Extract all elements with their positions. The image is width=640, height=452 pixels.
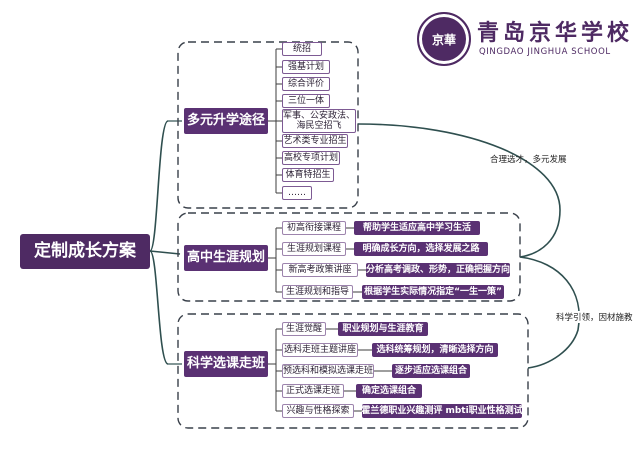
course-item: 生涯觉醒 xyxy=(282,322,326,336)
career-item: 初高衔接课程 xyxy=(282,221,346,235)
course-item: 兴趣与性格探索 xyxy=(282,404,354,418)
path-item: 高校专项计划 xyxy=(282,151,340,165)
branch-multiple-admission-paths: 多元升学途径 xyxy=(184,108,268,134)
course-item-desc: 逐步适应选课组合 xyxy=(392,364,470,378)
path-item: 军事、公安政法、 海民空招飞 xyxy=(282,109,356,133)
path-item: 体育特招生 xyxy=(282,168,334,182)
career-item-desc: 根据学生实际情况指定“一生一策” xyxy=(362,285,504,299)
career-item-desc: 帮助学生适应高中学习生活 xyxy=(354,221,480,235)
path-item: 统招 xyxy=(282,42,322,56)
course-item: 选科走班主题讲座 xyxy=(282,343,358,357)
course-item: 预选科和模拟选课走班 xyxy=(282,364,374,378)
note-scientific-guidance: 科学引领，因材施教 xyxy=(556,311,633,323)
career-item: 生涯规划课程 xyxy=(282,242,346,256)
school-seal: 京華 xyxy=(417,12,471,66)
path-item: 综合评价 xyxy=(282,77,330,91)
course-item-desc: 霍兰德职业兴趣测评 mbti职业性格测试 xyxy=(361,404,523,418)
note-reasonable-selection: 合理选才，多元发展 xyxy=(490,155,567,165)
path-item: 艺术类专业招生 xyxy=(282,134,348,148)
career-item: 生涯规划和指导 xyxy=(282,285,353,299)
career-item-desc: 明确成长方向，选择发展之路 xyxy=(354,242,488,256)
course-item-desc: 确定选课组合 xyxy=(356,384,422,398)
career-item: 新高考政策讲座 xyxy=(282,263,358,277)
path-item: 三位一体 xyxy=(282,94,330,108)
course-item: 正式选课走班 xyxy=(282,384,344,398)
career-item-desc: 分析高考调政、形势，正确把握方向 xyxy=(366,263,510,277)
school-logo: 京華 青岛京华学校 QINGDAO JINGHUA SCHOOL xyxy=(417,12,629,66)
path-item: …… xyxy=(282,186,312,200)
root-node: 定制成长方案 xyxy=(20,234,150,269)
course-item-desc: 选科统筹规划，清晰选择方向 xyxy=(372,343,498,357)
school-name-cn: 青岛京华学校 xyxy=(477,20,634,46)
branch-career-planning: 高中生涯规划 xyxy=(184,245,268,271)
branch-course-selection: 科学选课走班 xyxy=(184,351,268,377)
school-name-en: QINGDAO JINGHUA SCHOOL xyxy=(479,47,611,57)
course-item-desc: 职业规划与生涯教育 xyxy=(338,322,428,336)
path-item: 强基计划 xyxy=(282,60,330,74)
